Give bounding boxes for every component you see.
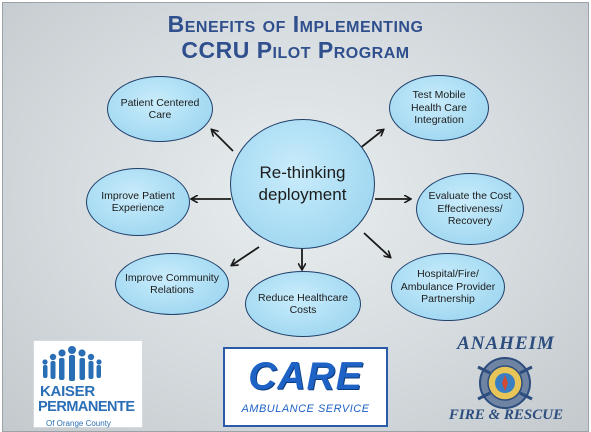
node-label: Hospital/Fire/ Ambulance Provider Partne… <box>400 268 496 306</box>
care-ambulance-logo: CARE AMBULANCE SERVICE <box>223 347 388 427</box>
arrow-to-test-mobile <box>358 130 383 150</box>
node-community-relations: Improve Community Relations <box>115 253 229 315</box>
node-cost-effectiveness: Evaluate the Cost Effectiveness/ Recover… <box>416 173 524 245</box>
kaiser-logo-line1: KAISER <box>40 383 95 400</box>
care-logo-sub: AMBULANCE SERVICE <box>241 403 370 415</box>
node-label: Reduce Healthcare Costs <box>258 291 348 317</box>
node-patient-experience: Improve Patient Experience <box>86 168 190 236</box>
center-node-label: Re-thinking deployment <box>258 163 347 204</box>
node-label: Test Mobile Health Care Integration <box>410 89 468 127</box>
slide-title-line2: CCRU Pilot Program <box>181 37 410 63</box>
node-reduce-costs: Reduce Healthcare Costs <box>245 271 361 337</box>
anaheim-logo-bottom: FIRE & RESCUE <box>448 407 564 423</box>
node-label: Evaluate the Cost Effectiveness/ Recover… <box>428 190 512 228</box>
center-node: Re-thinking deployment <box>230 119 375 249</box>
node-label: Patient Centered Care <box>120 96 200 122</box>
arrows-layer <box>3 3 588 431</box>
fire-badge-icon <box>477 357 533 409</box>
arrow-to-community-relations <box>232 246 260 265</box>
care-logo-word: CARE <box>248 355 363 398</box>
arrow-to-partnership <box>363 232 390 257</box>
node-label: Improve Patient Experience <box>101 189 175 215</box>
arrow-to-patient-centered <box>212 130 234 152</box>
kaiser-people-icon <box>42 346 102 381</box>
node-partnership: Hospital/Fire/ Ambulance Provider Partne… <box>391 253 505 321</box>
kaiser-logo-sub: Of Orange County <box>46 419 111 428</box>
kaiser-logo-line2: PERMANENTE <box>38 399 135 415</box>
kaiser-permanente-logo: KAISER PERMANENTE Of Orange County <box>33 340 143 428</box>
anaheim-logo-top: ANAHEIM <box>457 333 555 354</box>
benefits-diagram: Re-thinking deployment Patient Centered … <box>3 3 588 431</box>
node-patient-centered: Patient Centered Care <box>107 76 213 142</box>
slide-title-line1: Benefits of Implementing <box>167 11 424 37</box>
node-test-mobile: Test Mobile Health Care Integration <box>389 75 489 141</box>
node-label: Improve Community Relations <box>125 271 219 297</box>
